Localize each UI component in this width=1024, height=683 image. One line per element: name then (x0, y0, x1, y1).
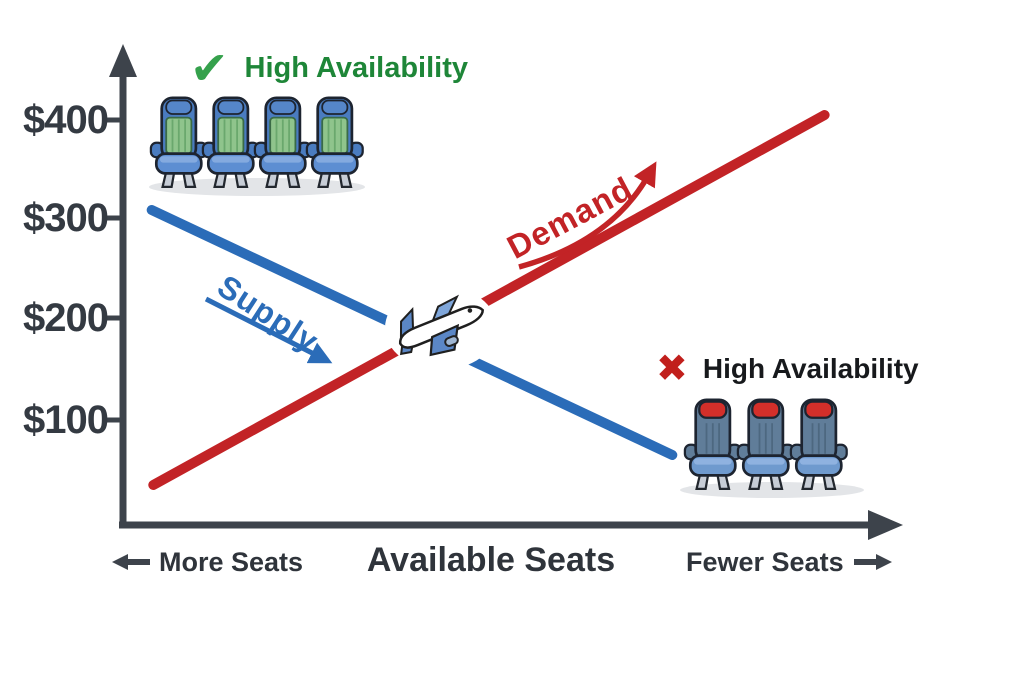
high-availability-bad: ✖ High Availability (656, 344, 919, 394)
demand-arrow-icon (518, 161, 657, 270)
more-seats-direction: More Seats (112, 546, 303, 578)
y-tick-label-100: $100 (23, 398, 109, 442)
supply-arrow-icon (204, 296, 333, 364)
y-axis-arrowhead-icon (109, 44, 137, 77)
good-annotation-label: High Availability (244, 51, 468, 84)
left-arrow-icon (112, 554, 150, 570)
y-tick-label-300: $300 (23, 196, 109, 240)
empty-seat-icon (305, 96, 365, 189)
x-axis-title: Available Seats (366, 541, 616, 579)
airplane-icon (398, 294, 484, 357)
cross-icon: ✖ (656, 348, 688, 390)
more-seats-label: More Seats (159, 547, 304, 577)
empty-seats-illustration (149, 96, 365, 196)
high-availability-good: ✔ High Availability (190, 40, 468, 96)
check-icon: ✔ (190, 42, 229, 94)
empty-seat-icon (253, 96, 313, 189)
occupied-seat-icon (736, 398, 796, 491)
bad-annotation-label: High Availability (702, 353, 919, 384)
y-tick-label-200: $200 (23, 296, 109, 340)
x-axis-arrowhead-icon (868, 510, 903, 540)
empty-seat-icon (149, 96, 209, 189)
empty-seat-icon (201, 96, 261, 189)
occupied-seat-icon (789, 398, 849, 491)
fewer-seats-direction: Fewer Seats (686, 546, 892, 578)
fewer-seats-label: Fewer Seats (686, 547, 844, 577)
y-tick-label-400: $400 (23, 98, 109, 142)
demand-line (148, 110, 830, 490)
occupied-seat-icon (683, 398, 743, 491)
right-arrow-icon (853, 554, 892, 570)
axes (104, 44, 903, 540)
occupied-seats-illustration (680, 398, 864, 498)
